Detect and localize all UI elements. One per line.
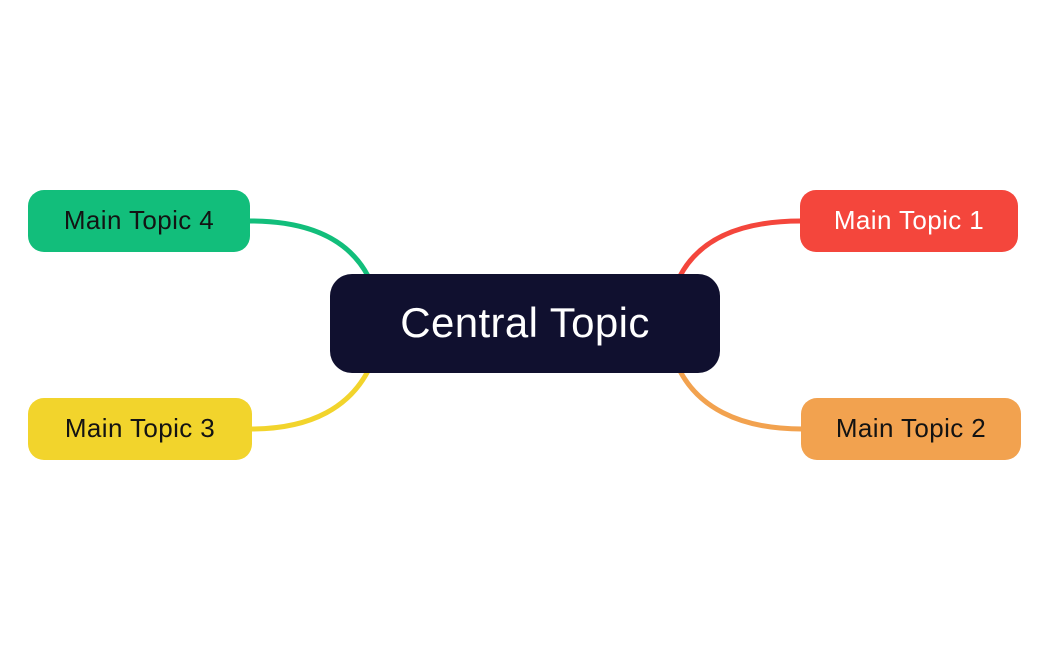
branch-label-main-topic-1: Main Topic 1 [833, 205, 985, 235]
branch-label-main-topic-4: Main Topic 4 [63, 205, 215, 235]
connector-main-topic-2 [677, 368, 805, 432]
connector-main-topic-1 [677, 218, 804, 279]
branch-node-main-topic-1[interactable]: Main Topic 1 [800, 190, 1018, 252]
connector-main-topic-3 [248, 368, 371, 432]
branch-node-main-topic-2[interactable]: Main Topic 2 [801, 398, 1021, 460]
central-topic-node[interactable]: Central Topic [330, 274, 720, 373]
branch-label-main-topic-2: Main Topic 2 [835, 413, 987, 443]
branch-label-main-topic-3: Main Topic 3 [64, 413, 216, 443]
connector-main-topic-4 [247, 218, 371, 279]
branch-node-main-topic-3[interactable]: Main Topic 3 [28, 398, 252, 460]
branch-node-main-topic-4[interactable]: Main Topic 4 [28, 190, 250, 252]
central-topic-label: Central Topic [400, 298, 650, 346]
